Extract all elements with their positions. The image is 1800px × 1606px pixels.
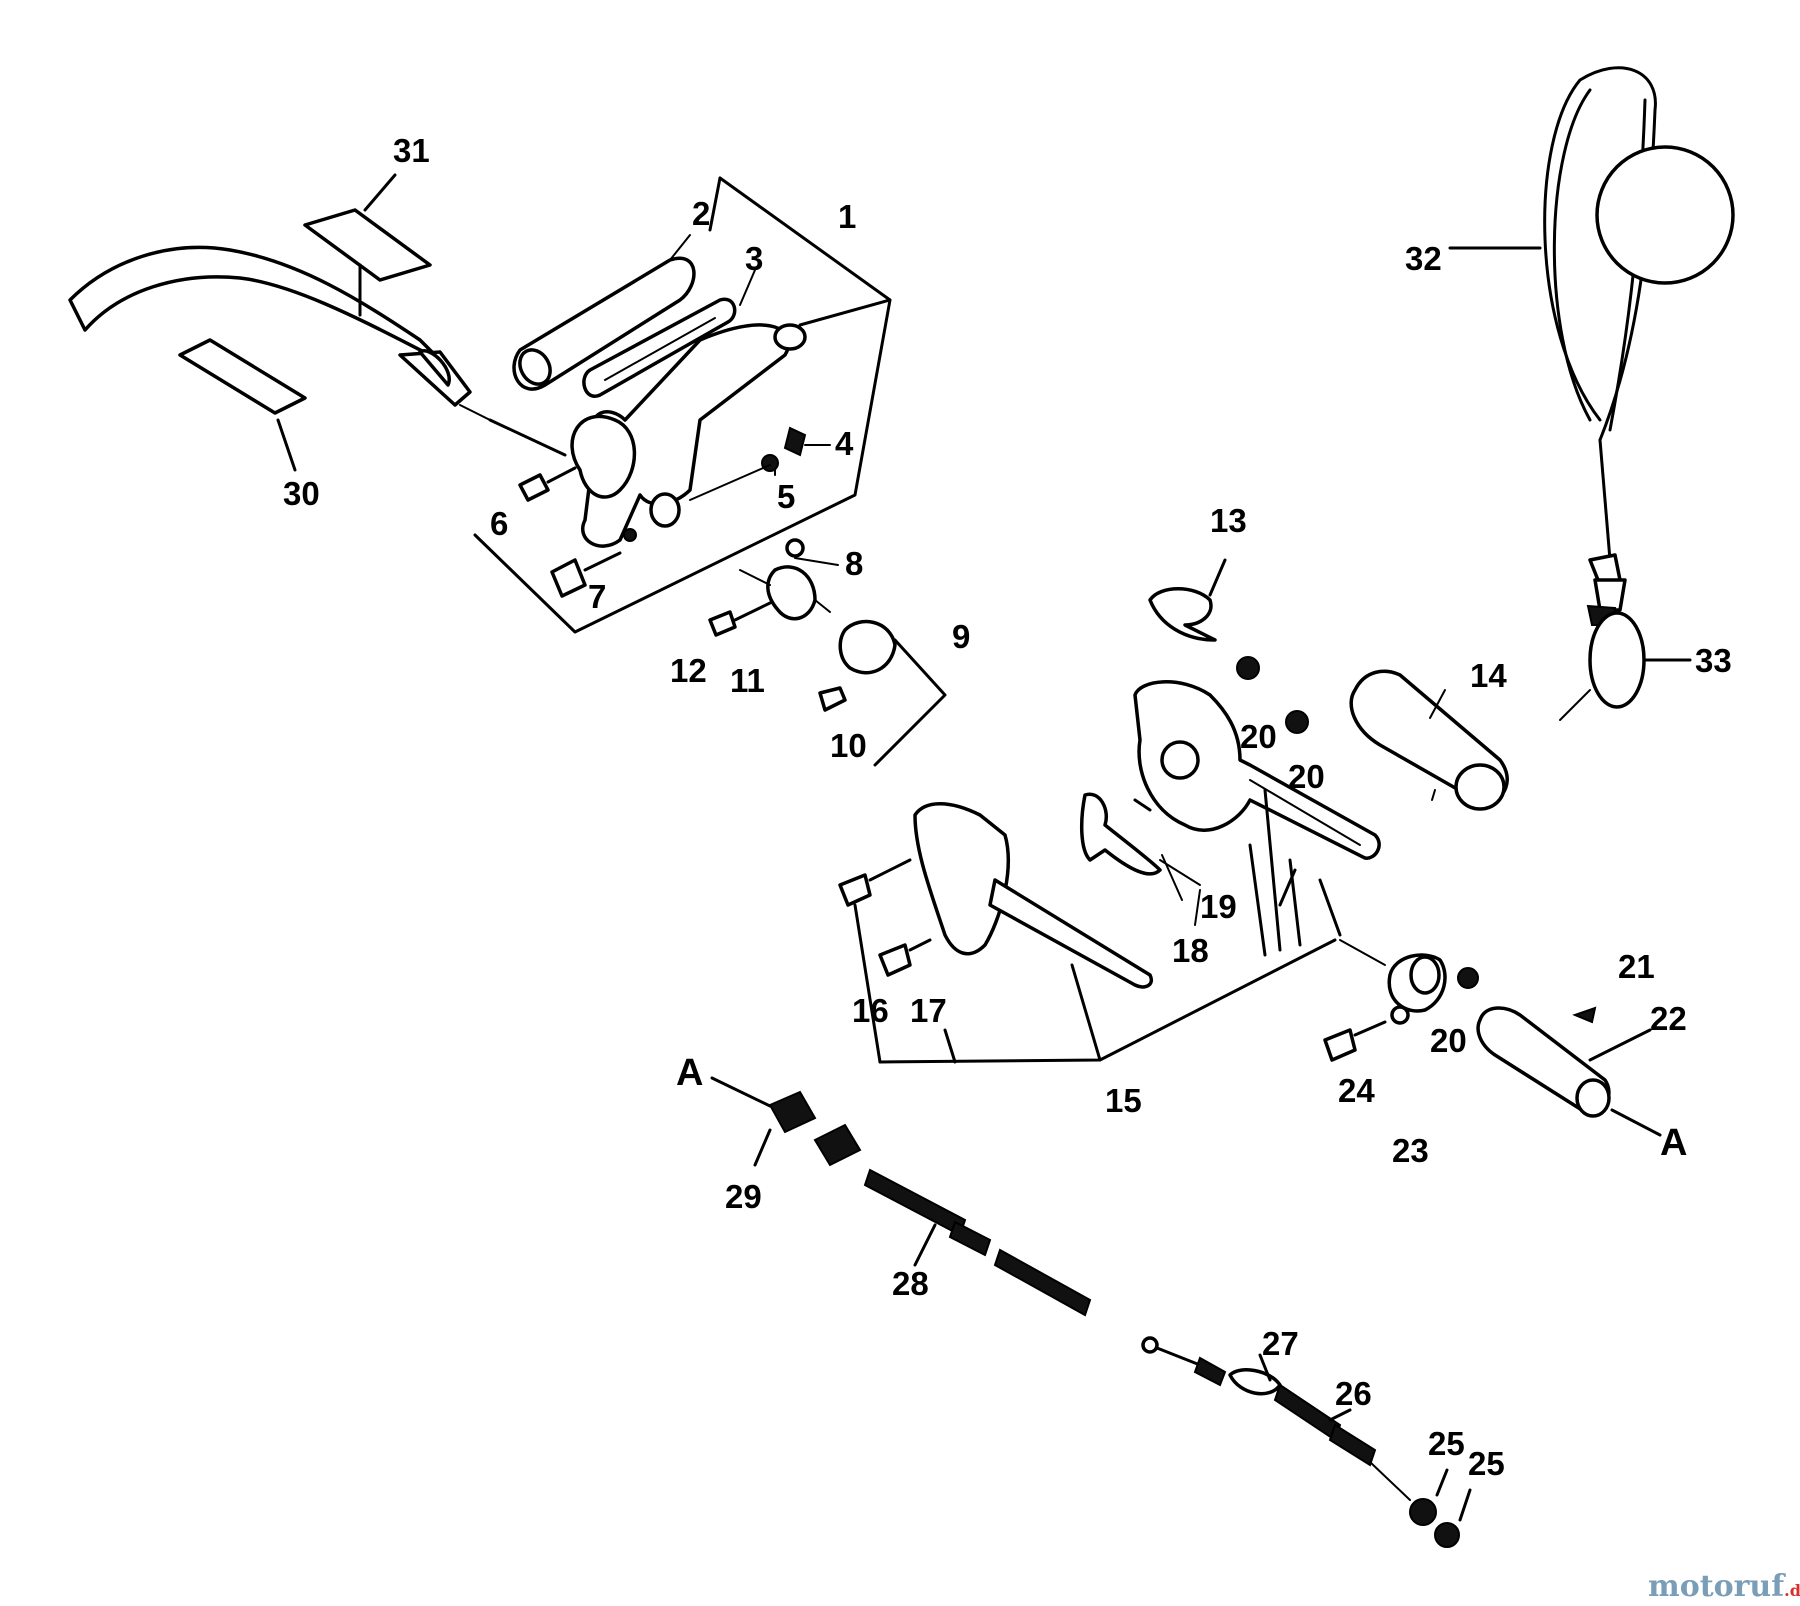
- parts-28-29-shaft: [710, 1076, 1092, 1317]
- label-28: 28: [892, 1265, 929, 1302]
- label-24: 24: [1338, 1072, 1375, 1109]
- label-23: 23: [1392, 1132, 1429, 1169]
- label-20a: 20: [1240, 718, 1277, 755]
- label-13: 13: [1210, 502, 1247, 539]
- label-3: 3: [745, 240, 763, 277]
- label-21: 21: [1618, 948, 1655, 985]
- part-15-assembly: [853, 788, 1342, 1064]
- part-labels: 1 2 3 4 5 6 7 8 9 10 11 12 13 14 15 16 1…: [283, 132, 1732, 1482]
- svg-text:motoruf.de: motoruf.de: [1648, 1569, 1800, 1604]
- label-4: 4: [835, 425, 854, 462]
- label-27: 27: [1262, 1325, 1299, 1362]
- parts-9-10: [818, 619, 947, 767]
- label-14: 14: [1470, 657, 1507, 694]
- clamp-bracket: [570, 323, 807, 548]
- label-33: 33: [1695, 642, 1732, 679]
- part-14-grip: [1349, 669, 1509, 811]
- connector-label-A-left: A: [676, 1052, 703, 1094]
- part-32-strap: [1448, 66, 1735, 626]
- leader-lines: [669, 234, 1591, 926]
- label-17: 17: [910, 992, 947, 1029]
- label-18: 18: [1172, 932, 1209, 969]
- label-22: 22: [1650, 1000, 1687, 1037]
- decals-30-31: [178, 173, 432, 472]
- throttle-housing: [1133, 680, 1381, 860]
- label-25b: 25: [1468, 1445, 1505, 1482]
- connector-label-A-right: A: [1660, 1122, 1687, 1164]
- part-2-grip: [512, 256, 696, 391]
- label-20c: 20: [1430, 1022, 1467, 1059]
- parts-8-11-12: [708, 538, 831, 637]
- label-31: 31: [393, 132, 430, 169]
- label-30: 30: [283, 475, 320, 512]
- label-5: 5: [777, 478, 795, 515]
- label-29: 29: [725, 1178, 762, 1215]
- label-9: 9: [952, 618, 970, 655]
- parts-20-nuts: [1236, 656, 1479, 989]
- label-8: 8: [845, 545, 863, 582]
- label-25a: 25: [1428, 1425, 1465, 1462]
- handle-tube: [68, 245, 567, 457]
- watermark-brand: motoruf: [1648, 1569, 1786, 1604]
- label-2: 2: [692, 195, 710, 232]
- parts-23-24: [1323, 939, 1447, 1062]
- watermark: motoruf.de: [1648, 1569, 1800, 1604]
- label-20b: 20: [1288, 758, 1325, 795]
- label-19: 19: [1200, 888, 1237, 925]
- watermark-tld: .de: [1784, 1581, 1800, 1600]
- parts-16-17-screws: [838, 858, 932, 977]
- label-7: 7: [588, 578, 606, 615]
- label-26: 26: [1335, 1375, 1372, 1412]
- fasteners-group-1: [518, 426, 807, 598]
- part-13-spring: [1148, 558, 1227, 642]
- label-10: 10: [830, 727, 867, 764]
- label-1: 1: [838, 198, 856, 235]
- part-3-rod: [582, 297, 737, 398]
- parts-25-26-27-shaft: [1141, 1336, 1472, 1548]
- part-33-ring: [1588, 611, 1692, 709]
- label-16: 16: [852, 992, 889, 1029]
- parts-21-22: [1476, 1006, 1662, 1137]
- label-11: 11: [730, 662, 765, 699]
- label-32: 32: [1405, 240, 1442, 277]
- label-6: 6: [490, 505, 508, 542]
- group-1-bracket: [473, 176, 892, 634]
- label-15: 15: [1105, 1082, 1142, 1119]
- label-12: 12: [670, 652, 707, 689]
